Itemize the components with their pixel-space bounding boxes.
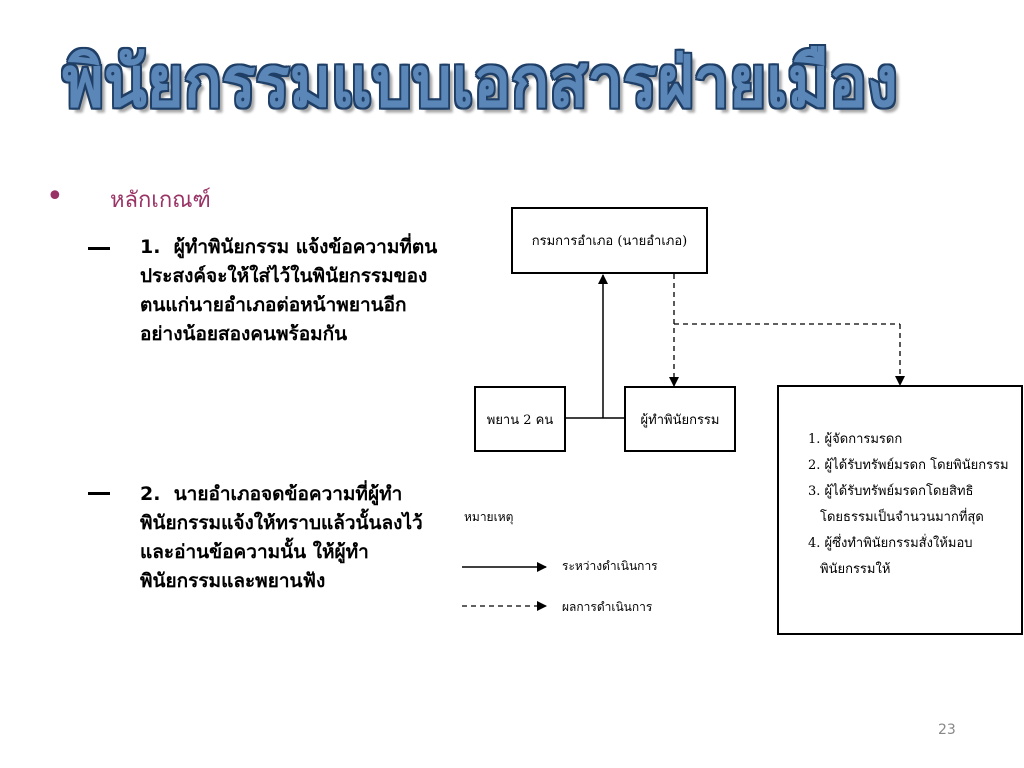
legend-solid-label: ระหว่างดำเนินการ (562, 559, 658, 573)
criteria-heading: หลักเกณฑ์ (110, 188, 211, 213)
witnesses-label: พยาน 2 คน (486, 412, 554, 428)
heirs-list-item: โดยธรรมเป็นจำนวนมากที่สุด (820, 510, 984, 525)
page-number: 23 (938, 722, 956, 738)
legend-dashed-label: ผลการดำเนินการ (562, 600, 653, 614)
criteria-point-2: 2. นายอำเภอจดข้อความที่ผู้ทำพินัยกรรมแจ้… (140, 480, 440, 596)
criteria-point-2-text: นายอำเภอจดข้อความที่ผู้ทำพินัยกรรมแจ้งให… (140, 483, 423, 592)
heirs-list-item: 1. ผู้จัดการมรดก (808, 432, 903, 447)
heirs-list-item: 3. ผู้ได้รับทรัพย์มรดกโดยสิทธิ (808, 484, 974, 499)
dash-marker-1 (88, 247, 110, 250)
legend-title: หมายเหตุ (464, 510, 514, 524)
heirs-list-item: พินัยกรรมให้ (820, 562, 891, 577)
heirs-list: 1. ผู้จัดการมรดก 2. ผู้ได้รับทรัพย์มรดก … (808, 427, 1021, 583)
district-official-label: กรมการอำเภอ (นายอำเภอ) (531, 234, 688, 249)
slide-title: พินัยกรรมแบบเอกสารฝ่ายเมือง (62, 41, 898, 123)
testator-label: ผู้ทำพินัยกรรม (640, 412, 720, 428)
criteria-point-1: 1. ผู้ทำพินัยกรรม แจ้งข้อความที่ตนประสงค… (140, 233, 440, 349)
heirs-list-item: 4. ผู้ซึ่งทำพินัยกรรมสั่งให้มอบ (808, 536, 973, 551)
heirs-box: 1. ผู้จัดการมรดก 2. ผู้ได้รับทรัพย์มรดก … (777, 385, 1023, 635)
heirs-list-item: 2. ผู้ได้รับทรัพย์มรดก โดยพินัยกรรม (808, 458, 1009, 473)
criteria-point-1-number: 1. (140, 236, 161, 258)
dash-marker-2 (88, 492, 110, 495)
bullet-dot-icon: • (46, 179, 64, 214)
witnesses-box: พยาน 2 คน (474, 386, 566, 452)
criteria-point-2-number: 2. (140, 483, 161, 505)
criteria-point-1-text: ผู้ทำพินัยกรรม แจ้งข้อความที่ตนประสงค์จะ… (140, 236, 438, 345)
district-official-box: กรมการอำเภอ (นายอำเภอ) (511, 207, 708, 274)
testator-box: ผู้ทำพินัยกรรม (624, 386, 736, 452)
